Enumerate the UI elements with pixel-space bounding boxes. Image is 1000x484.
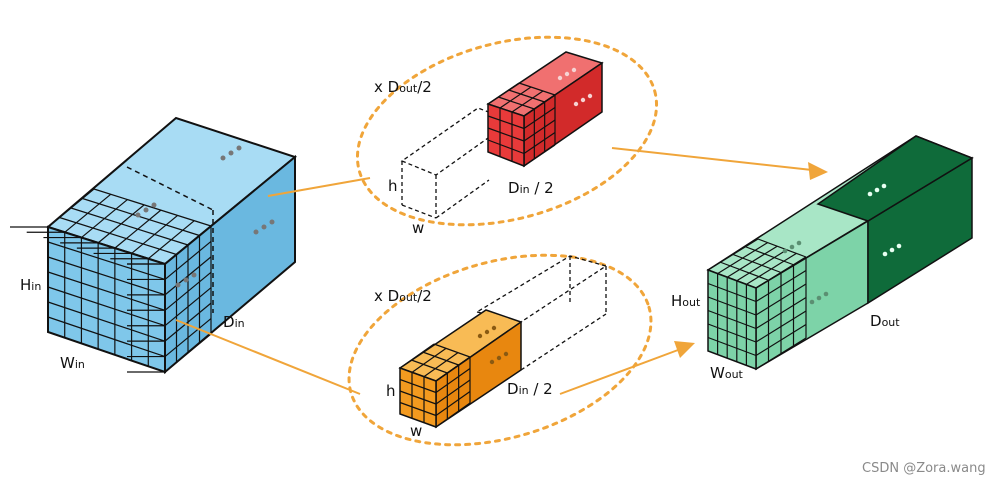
input-front-grid [10,188,212,373]
group1-ellipse [355,35,659,227]
group1-h-label: h [388,177,398,195]
output-tensor [706,135,974,371]
group2-count-label: x Dout/2 [374,287,432,305]
group1-depth-label: Din / 2 [508,179,554,197]
group1-w-label: w [412,219,424,237]
input-ellipsis-dots [135,145,275,288]
output-depth-label: Dout [870,312,900,330]
input-height-label: Hin [20,276,41,294]
output-top-dark [816,135,974,222]
input-tensor [10,116,298,375]
group2-depth-label: Din / 2 [507,380,553,398]
group2-ellipse [347,253,653,447]
group2-h-label: h [386,382,396,400]
input-width-label: Win [60,354,85,372]
output-width-label: Wout [710,364,744,382]
watermark: CSDN @Zora.wang [862,461,986,476]
input-depth-label: Din [223,313,245,331]
group1-count-label: x Dout/2 [374,78,432,96]
group1-kernel [400,51,604,219]
group2-w-label: w [410,422,422,440]
group2-kernel [398,255,608,429]
output-height-label: Hout [671,292,701,310]
connector-arrows [175,147,828,395]
